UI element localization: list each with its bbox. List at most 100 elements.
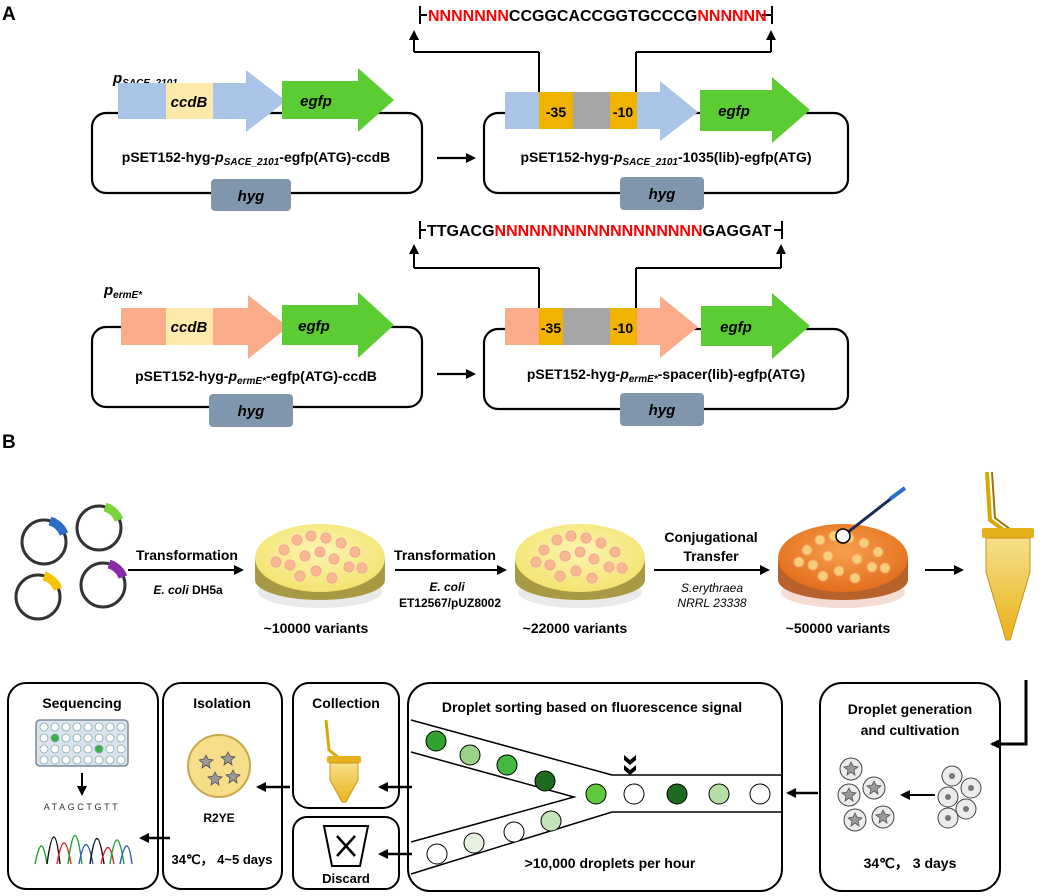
isolation-cond: 34℃， 4~5 days	[172, 852, 273, 867]
petri-dish-1	[255, 524, 385, 608]
well	[61, 744, 71, 754]
plasmid-2-name: pSET152-hyg-pSACE_2101-1035(lib)-egfp(AT…	[520, 149, 811, 168]
step1-bottom: E. coli DH5a	[153, 583, 223, 597]
droplet-gen-title-2: and cultivation	[861, 722, 960, 738]
promoter-erme-label: permE*	[103, 282, 143, 301]
well	[50, 755, 60, 765]
well	[105, 744, 115, 754]
well	[50, 733, 60, 743]
chromatogram-icon	[34, 835, 133, 865]
variants-1: ~10000 variants	[264, 620, 369, 636]
sequencing-title: Sequencing	[42, 695, 121, 711]
discard-box: Discard	[292, 816, 400, 890]
well	[61, 755, 71, 765]
plasmid-4: -35 -10 egfp hyg pSET152-hyg-permE*-spac…	[482, 293, 850, 426]
well	[94, 755, 104, 765]
panel-b-label: B	[2, 432, 16, 453]
well	[39, 722, 49, 732]
step3-bottom-1: S.erythraea	[681, 581, 743, 595]
well	[83, 744, 93, 754]
svg-text:TTGACGNNNNNNNNNNNNNNNNNNGAGGAT: TTGACGNNNNNNNNNNNNNNNNNNGAGGAT	[427, 223, 772, 240]
step3-top-2: Transfer	[683, 548, 739, 564]
well	[61, 722, 71, 732]
gene-egfp-label-4: egfp	[720, 319, 752, 336]
variants-2: ~22000 variants	[523, 620, 628, 636]
discard-label: Discard	[322, 871, 370, 886]
well	[116, 722, 126, 732]
droplet-gen-title-1: Droplet generation	[848, 701, 972, 717]
isolation-box: Isolation R2YE 34℃， 4~5 days	[162, 682, 283, 890]
well	[83, 722, 93, 732]
well	[116, 733, 126, 743]
collection-title: Collection	[312, 695, 380, 711]
tube-icon-1	[982, 471, 1034, 641]
well	[116, 744, 126, 754]
well	[72, 722, 82, 732]
seq2-n: NNNNNNNNNNNNNNNNNN	[495, 223, 703, 240]
well	[94, 733, 104, 743]
gene-hyg-label: hyg	[238, 188, 265, 205]
droplet-generation-box: Droplet generation and cultivation 34℃， …	[819, 682, 1001, 892]
well	[105, 733, 115, 743]
plasmid-1-name: pSET152-hyg-pSACE_2101-egfp(ATG)-ccdB	[122, 149, 390, 168]
well	[94, 744, 104, 754]
collection-box: Collection	[292, 682, 400, 809]
sequencing-read: ATAGCTGTT	[44, 802, 121, 812]
svg-text:NNNNNNNCCGGCACCGGTGCCCGNNNNNN: NNNNNNNCCGGCACCGGTGCCCGNNNNNN	[428, 8, 767, 25]
gene-ccdb-label: ccdB	[171, 94, 208, 111]
discard-bin-icon	[322, 825, 370, 867]
well	[39, 733, 49, 743]
box-10-label: -10	[613, 104, 633, 120]
well-plate-icon	[35, 719, 129, 767]
droplet-sorting-box: Droplet sorting based on fluorescence si…	[407, 682, 783, 892]
seq1-mid: CCGGCACCGGTGCCCG	[509, 8, 697, 25]
sequencing-box: Sequencing ATAGCTGTT	[7, 682, 159, 890]
seq2-pre: TTGACG	[427, 223, 495, 240]
gene-egfp-label: egfp	[300, 93, 332, 110]
sorting-title: Droplet sorting based on fluorescence si…	[442, 699, 742, 715]
gene-hyg-label-4: hyg	[649, 402, 676, 419]
step2-bottom-1: E. coli	[429, 580, 465, 594]
seq1-n2: NNNNNN	[697, 8, 766, 25]
well	[83, 733, 93, 743]
gene-ccdb-label-2: ccdB	[171, 319, 208, 336]
sequence-1: NNNNNNNCCGGCACCGGTGCCCGNNNNNN	[409, 6, 776, 92]
step1-top: Transformation	[136, 547, 238, 563]
panel-a-label: A	[2, 4, 16, 25]
plasmid-3: ccdB egfp hyg pSET152-hyg-permE*-egfp(AT…	[90, 292, 424, 427]
well	[39, 755, 49, 765]
step3-top-1: Conjugational	[664, 529, 757, 545]
well	[72, 733, 82, 743]
well	[72, 755, 82, 765]
well	[72, 744, 82, 754]
plasmid-2: -35 -10 egfp hyg pSET152-hyg-pSACE_2101-…	[482, 77, 850, 210]
isolation-medium: R2YE	[203, 811, 234, 825]
isolation-title: Isolation	[193, 695, 251, 711]
box-10-label-2: -10	[613, 320, 633, 336]
variants-3: ~50000 variants	[786, 620, 891, 636]
sorting-rate: >10,000 droplets per hour	[525, 855, 696, 871]
well	[50, 744, 60, 754]
well	[94, 722, 104, 732]
plasmid-1: ccdB egfp hyg pSET152-hyg-pSACE_2101-egf…	[90, 68, 424, 211]
plasmid-4-name: pSET152-hyg-permE*-spacer(lib)-egfp(ATG)	[527, 366, 805, 385]
gene-hyg-label-3: hyg	[238, 403, 265, 420]
plasmid-3-name: pSET152-hyg-permE*-egfp(ATG)-ccdB	[135, 368, 377, 387]
seq2-post: GAGGAT	[703, 223, 772, 240]
step2-bottom-2: ET12567/pUZ8002	[399, 596, 501, 610]
well	[50, 722, 60, 732]
sequence-2: TTGACGNNNNNNNNNNNNNNNNNNGAGGAT	[409, 221, 786, 308]
droplet-gen-cond: 34℃， 3 days	[864, 855, 957, 871]
well	[83, 755, 93, 765]
arrow-b5	[990, 680, 1028, 749]
step3-bottom-2: NRRL 23338	[677, 596, 746, 610]
well	[105, 755, 115, 765]
gene-egfp-label-3: egfp	[298, 318, 330, 335]
plasmid-library-icon	[14, 502, 128, 621]
petri-dish-2	[515, 524, 645, 608]
well	[39, 744, 49, 754]
well	[116, 755, 126, 765]
well	[105, 722, 115, 732]
box-35-label: -35	[546, 104, 566, 120]
